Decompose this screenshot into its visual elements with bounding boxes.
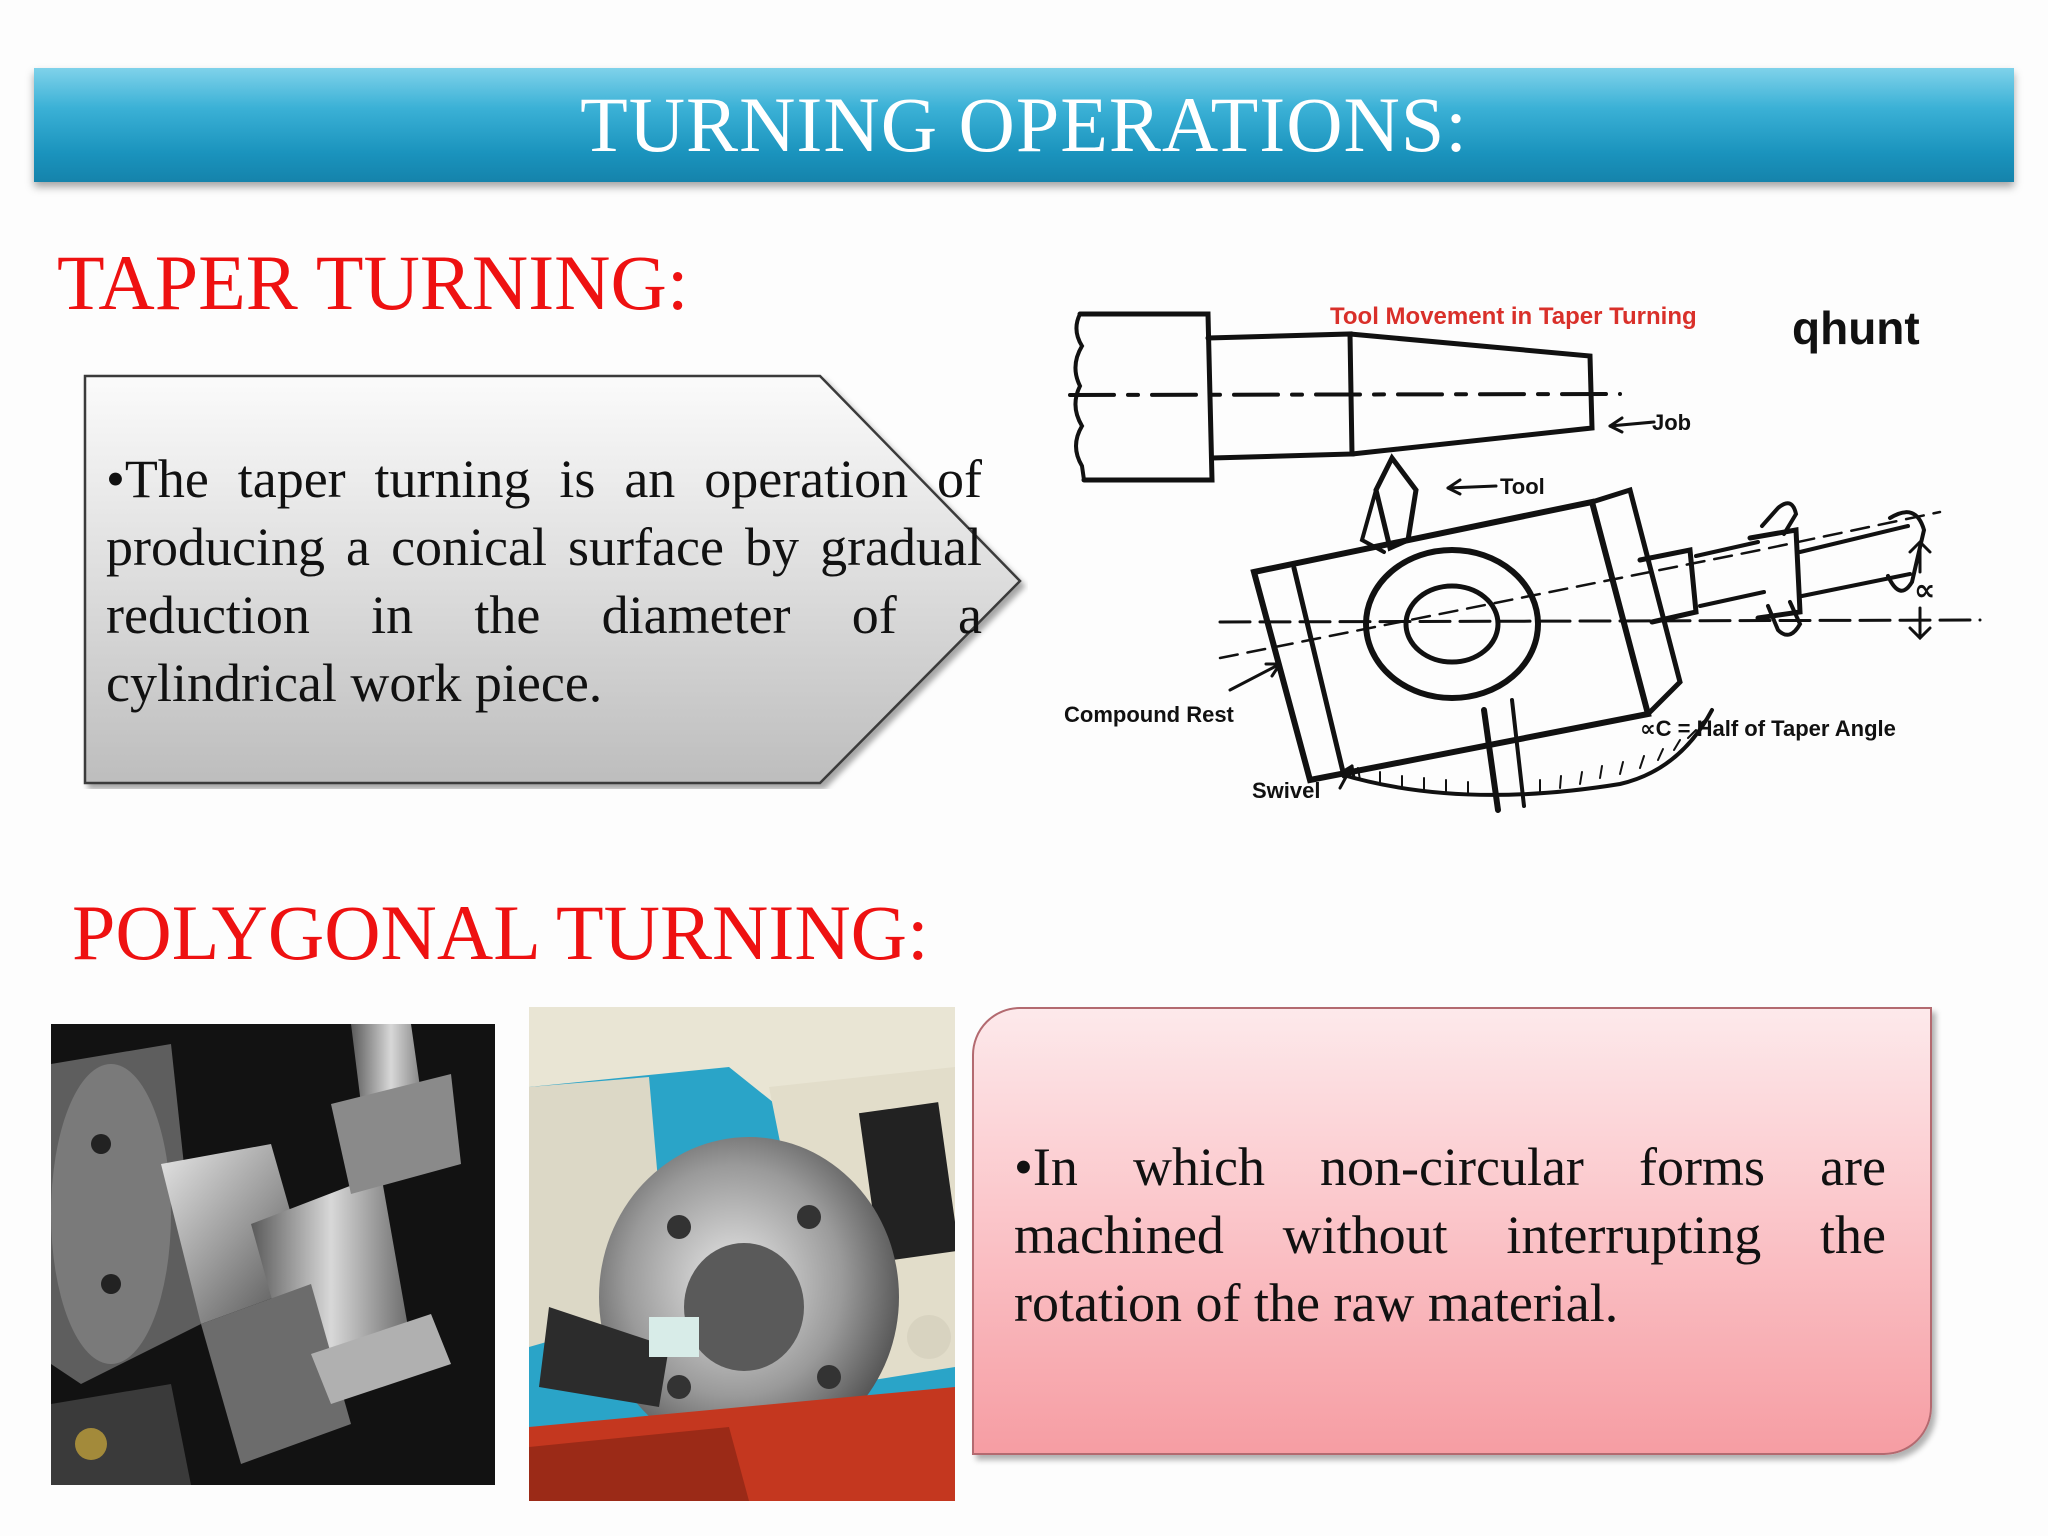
tool-label: Tool — [1500, 474, 1545, 499]
job-label: Job — [1652, 410, 1691, 435]
swivel-label: Swivel — [1252, 778, 1320, 803]
title-bar: TURNING OPERATIONS: — [34, 68, 2014, 182]
compound-rest-label: Compound Rest — [1064, 702, 1235, 727]
polygonal-description-box: •In which non-circular forms are machine… — [972, 1007, 1932, 1455]
diagram-caption: Tool Movement in Taper Turning — [1330, 303, 1697, 330]
callout-arrow-shape — [83, 374, 1022, 785]
polygonal-turning-heading: POLYGONAL TURNING: — [72, 889, 929, 976]
polygonal-turning-photo-2 — [529, 1007, 955, 1501]
taper-angle-legend: ∝C = Half of Taper Angle — [1640, 716, 1896, 741]
qhunt-logo: qhunt — [1792, 302, 1920, 354]
taper-description-callout: •The taper turning is an operation of pr… — [82, 373, 1028, 789]
taper-turning-diagram: Tool Movement in Taper Turning qhunt Job… — [1040, 290, 2000, 830]
taper-turning-heading: TAPER TURNING: — [57, 239, 689, 326]
alpha-symbol: ∝ — [1914, 574, 1935, 607]
slide-title: TURNING OPERATIONS: — [580, 81, 1468, 168]
polygonal-bullet-text: •In which non-circular forms are machine… — [1014, 1137, 1886, 1333]
taper-bullet-text: •The taper turning is an operation of pr… — [106, 449, 982, 713]
polygonal-turning-photo-1 — [51, 1024, 495, 1485]
